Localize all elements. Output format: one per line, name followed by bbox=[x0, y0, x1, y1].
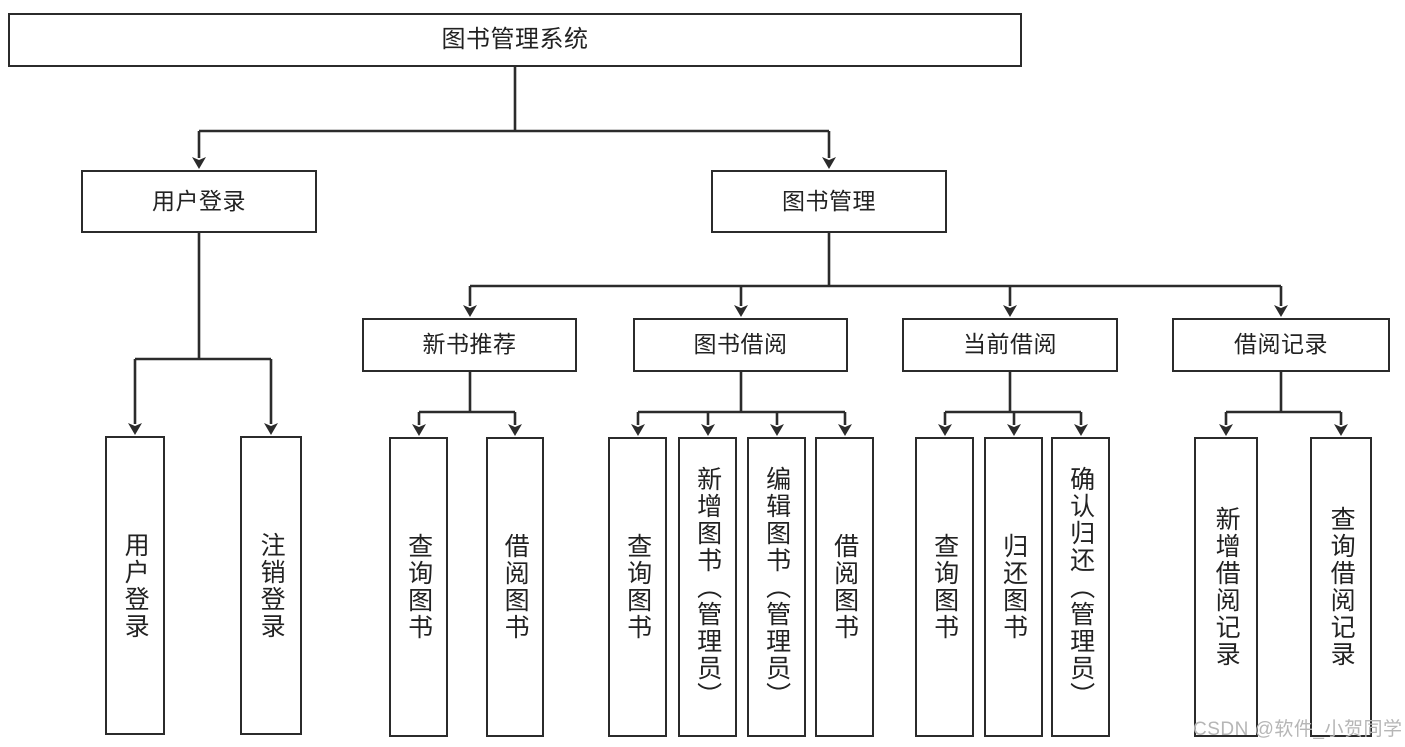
node-leaf_bb_edit[interactable]: 编辑图书（管理员） bbox=[747, 437, 806, 737]
connector-bus bbox=[638, 372, 845, 414]
node-leaf_br_add[interactable]: 新增借阅记录 bbox=[1194, 437, 1258, 737]
node-leaf_user_login[interactable]: 用户登录 bbox=[105, 436, 165, 735]
node-leaf_cb_query[interactable]: 查询图书 bbox=[915, 437, 974, 737]
node-label: 借阅图书 bbox=[501, 533, 530, 641]
node-root[interactable]: 图书管理系统 bbox=[8, 13, 1022, 67]
node-label: 用户登录 bbox=[121, 531, 150, 640]
watermark: CSDN @软件_小贺同学 bbox=[1193, 719, 1403, 740]
node-label: 注销登录 bbox=[257, 531, 286, 640]
connector-bus bbox=[1226, 372, 1341, 414]
connector-bus bbox=[419, 372, 515, 414]
node-label: 当前借阅 bbox=[963, 331, 1057, 358]
node-label: 确认归还（管理员） bbox=[1066, 465, 1095, 709]
node-leaf_br_query[interactable]: 查询借阅记录 bbox=[1310, 437, 1372, 737]
node-leaf_bb_query[interactable]: 查询图书 bbox=[608, 437, 667, 737]
node-leaf_nb_borrow[interactable]: 借阅图书 bbox=[486, 437, 544, 737]
connector-bus bbox=[135, 233, 271, 361]
node-leaf_bb_add[interactable]: 新增图书（管理员） bbox=[678, 437, 737, 737]
node-user_login[interactable]: 用户登录 bbox=[81, 170, 317, 233]
node-label: 新书推荐 bbox=[422, 331, 517, 358]
connector-bus bbox=[470, 233, 1281, 288]
node-label: 归还图书 bbox=[999, 533, 1028, 641]
node-label: 查询图书 bbox=[930, 533, 959, 641]
node-label: 新增借阅记录 bbox=[1212, 506, 1241, 668]
node-leaf_bb_borrow[interactable]: 借阅图书 bbox=[815, 437, 874, 737]
node-label: 新增图书（管理员） bbox=[693, 465, 722, 709]
node-leaf_cb_confirm[interactable]: 确认归还（管理员） bbox=[1051, 437, 1110, 737]
node-label: 编辑图书（管理员） bbox=[762, 465, 791, 709]
node-borrow_record[interactable]: 借阅记录 bbox=[1172, 318, 1390, 372]
node-label: 借阅图书 bbox=[830, 533, 859, 641]
node-leaf_logout[interactable]: 注销登录 bbox=[240, 436, 302, 735]
node-current_borrow[interactable]: 当前借阅 bbox=[902, 318, 1118, 372]
node-label: 借阅记录 bbox=[1234, 331, 1328, 358]
node-leaf_cb_return[interactable]: 归还图书 bbox=[984, 437, 1043, 737]
node-leaf_nb_query[interactable]: 查询图书 bbox=[389, 437, 448, 737]
node-new_book_rec[interactable]: 新书推荐 bbox=[362, 318, 577, 372]
connector-bus bbox=[945, 372, 1081, 414]
node-label: 图书管理 bbox=[782, 187, 876, 214]
connector-bus bbox=[199, 67, 829, 133]
node-label: 查询图书 bbox=[404, 533, 433, 641]
node-label: 图书管理系统 bbox=[441, 25, 589, 53]
node-label: 用户登录 bbox=[152, 187, 246, 214]
node-label: 查询图书 bbox=[623, 533, 652, 641]
node-book_manage[interactable]: 图书管理 bbox=[711, 170, 947, 233]
node-label: 查询借阅记录 bbox=[1327, 506, 1356, 668]
node-book_borrow[interactable]: 图书借阅 bbox=[633, 318, 848, 372]
node-label: 图书借阅 bbox=[693, 331, 788, 358]
